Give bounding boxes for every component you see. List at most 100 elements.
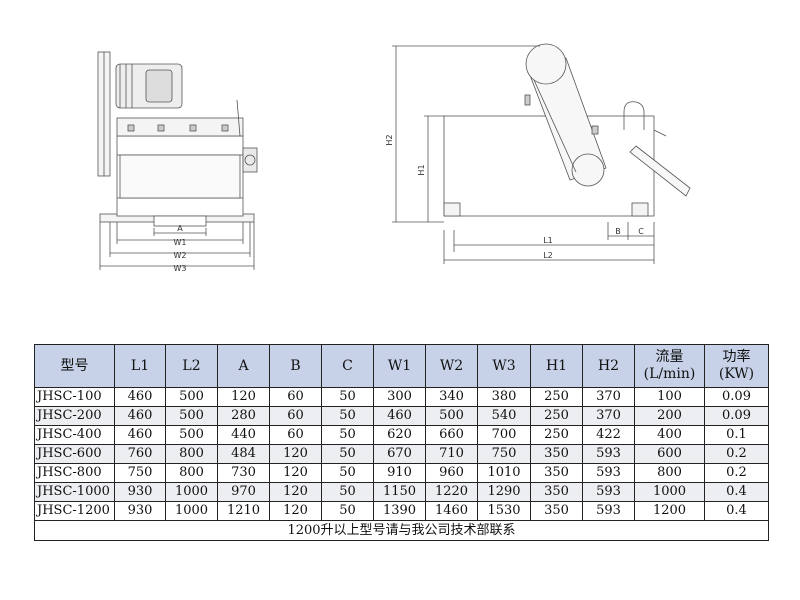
dim-label-h2: H2	[385, 134, 394, 145]
front-view-dimension-labels: A W1 W2 W3	[174, 224, 187, 273]
spec-cell: 0.09	[704, 406, 769, 426]
spec-cell: 500	[425, 406, 478, 426]
dim-label-w3: W3	[174, 264, 187, 273]
spec-cell: 120	[269, 463, 322, 483]
spec-table-header-cell: B	[269, 344, 322, 388]
spec-cell: 620	[373, 425, 426, 445]
header-label: C	[342, 357, 353, 374]
spec-cell: 1000	[634, 482, 705, 502]
spec-cell: 280	[217, 406, 270, 426]
spec-cell: 370	[582, 406, 635, 426]
spec-table-header-cell: A	[217, 344, 270, 388]
model-cell: JHSC-600	[34, 444, 115, 464]
side-view-dimension-labels: H2 H1 L1 L2 B C	[385, 134, 644, 260]
spec-table-header-cell: H1	[530, 344, 583, 388]
spec-cell: 710	[425, 444, 478, 464]
spec-cell: 350	[530, 444, 583, 464]
spec-table-header-cell: 流量(L/min)	[634, 344, 705, 388]
model-cell: JHSC-1000	[34, 482, 115, 502]
spec-cell: 1530	[477, 501, 531, 521]
header-unit: (L/min)	[643, 366, 696, 382]
spec-cell: 700	[477, 425, 531, 445]
spec-cell: 760	[114, 444, 166, 464]
spec-cell: 500	[165, 425, 218, 445]
spec-cell: 380	[477, 387, 531, 407]
spec-cell: 0.4	[704, 501, 769, 521]
spec-cell: 750	[114, 463, 166, 483]
spec-cell: 970	[217, 482, 270, 502]
spec-table-footnote: 1200升以上型号请与我公司技术部联系	[34, 520, 769, 541]
spec-cell: 670	[373, 444, 426, 464]
header-label: W1	[387, 357, 412, 374]
spec-cell: 460	[114, 425, 166, 445]
spec-cell: 593	[582, 463, 635, 483]
spec-cell: 960	[425, 463, 478, 483]
spec-cell: 484	[217, 444, 270, 464]
header-label: 功率	[722, 349, 751, 365]
spec-cell: 1200	[634, 501, 705, 521]
header-label: W3	[492, 357, 516, 374]
side-tank	[443, 115, 655, 217]
header-label: H1	[545, 357, 568, 374]
front-drum	[119, 154, 241, 199]
spec-cell: 50	[321, 444, 374, 464]
spec-table-header-cell: 型号	[34, 344, 115, 388]
spec-cell: 60	[269, 387, 322, 407]
spec-cell: 60	[269, 425, 322, 445]
spec-cell: 250	[530, 406, 583, 426]
spec-table-header-cell: L2	[165, 344, 218, 388]
spec-cell: 593	[582, 501, 635, 521]
header-unit: (KW)	[718, 366, 755, 382]
spec-cell: 0.1	[704, 425, 769, 445]
spec-cell: 50	[321, 501, 374, 521]
spec-cell: 50	[321, 482, 374, 502]
front-top-frame	[116, 117, 244, 137]
spec-cell: 593	[582, 444, 635, 464]
spec-cell: 440	[217, 425, 270, 445]
dim-label-h1: H1	[417, 164, 426, 175]
spec-cell: 930	[114, 482, 166, 502]
header-label: 流量	[655, 349, 684, 365]
spec-cell: 50	[321, 387, 374, 407]
spec-cell: 500	[165, 406, 218, 426]
spec-cell: 1210	[217, 501, 270, 521]
dim-label-a: A	[177, 224, 183, 233]
spec-table-header-cell: W3	[477, 344, 531, 388]
spec-cell: 1000	[165, 482, 218, 502]
spec-cell: 910	[373, 463, 426, 483]
spec-cell: 120	[217, 387, 270, 407]
side-foot-right	[631, 202, 649, 217]
spec-cell: 200	[634, 406, 705, 426]
side-discharge-chute	[629, 145, 691, 197]
spec-cell: 600	[634, 444, 705, 464]
side-hook	[623, 101, 645, 130]
header-label: W2	[439, 357, 464, 374]
spec-cell: 1390	[373, 501, 426, 521]
side-view	[392, 43, 691, 264]
spec-cell: 930	[114, 501, 166, 521]
model-cell: JHSC-100	[34, 387, 115, 407]
dim-label-w2: W2	[174, 251, 187, 260]
spec-cell: 500	[165, 387, 218, 407]
spec-cell: 120	[269, 501, 322, 521]
dim-label-c: C	[638, 227, 644, 236]
spec-cell: 340	[425, 387, 478, 407]
spec-cell: 593	[582, 482, 635, 502]
dim-label-l1: L1	[543, 236, 553, 245]
spec-cell: 1220	[425, 482, 478, 502]
dim-label-l2: L2	[543, 251, 553, 260]
header-label: A	[238, 357, 249, 374]
spec-table-header-cell: H2	[582, 344, 635, 388]
spec-cell: 120	[269, 482, 322, 502]
spec-cell: 1000	[165, 501, 218, 521]
spec-cell: 1010	[477, 463, 531, 483]
header-label: B	[290, 357, 301, 374]
spec-cell: 1150	[373, 482, 426, 502]
spec-cell: 50	[321, 463, 374, 483]
spec-cell: 250	[530, 425, 583, 445]
